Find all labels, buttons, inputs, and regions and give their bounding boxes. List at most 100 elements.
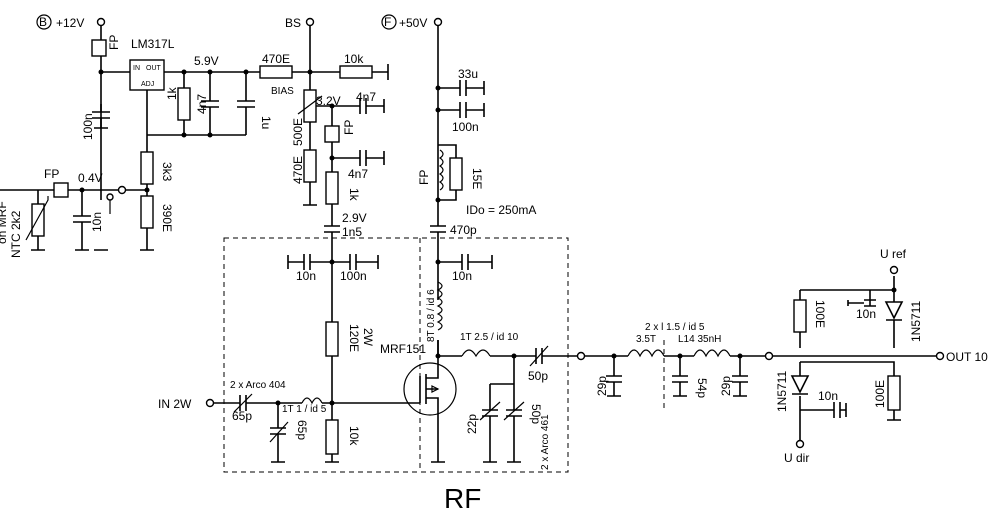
ntc-mount-note: on MRF [0, 201, 9, 244]
cap-c-in-label: 100n [81, 113, 95, 140]
resistor-15e-label: 15E [470, 168, 484, 189]
resistor-gate-10k-label: 10k [347, 426, 361, 446]
ferrite-drain-label: FP [417, 170, 431, 185]
cap-gate-dec1-label: 10n [296, 269, 316, 283]
cap-filter-1-label: 29p [595, 376, 609, 396]
output-trimmer-note: 2 x Arco 461 [540, 414, 551, 470]
ferrite-ntc-label: FP [44, 167, 59, 181]
ferrite-12v-label: FP [107, 35, 121, 50]
u-ref-label: U ref [880, 247, 907, 261]
reg-pin-out: OUT [146, 65, 162, 72]
resistor-120e [325, 321, 339, 357]
reg-pin-in: IN [133, 65, 140, 72]
resistor-100e-dir-label: 100E [873, 380, 887, 408]
cap-input-series-label: 65p [232, 409, 252, 423]
pot-label: 500E [291, 118, 305, 146]
reg-out-voltage: 5.9V [194, 54, 219, 68]
ntc-voltage: 0.4V [78, 171, 103, 185]
resistor-470e-top [259, 65, 293, 79]
ntc-thermistor [31, 203, 45, 237]
resistor-470e-low [303, 149, 317, 183]
resistor-10k-bs [339, 65, 373, 79]
cap-output-shunt2-label: 50p [529, 404, 543, 424]
cap-input-shunt-label: 65p [295, 420, 309, 440]
rf-board-outline [223, 237, 569, 473]
cap-filter-3-label: 29p [719, 376, 733, 396]
filter-coil-2-label: L14 35nH [678, 334, 721, 345]
resistor-10k-bs-label: 10k [344, 52, 364, 66]
terminal-output [935, 351, 945, 361]
resistor-adj-1k [177, 87, 191, 121]
resistor-100e-ref-label: 100E [813, 300, 827, 328]
cap-filter-2-label: 54p [695, 378, 709, 398]
supply-bs-label: BS [285, 16, 301, 30]
section-label: RF [444, 483, 481, 514]
output-label: OUT 100W [946, 350, 988, 364]
lm317l-regulator: IN OUT ADJ LM317L [129, 37, 175, 91]
drain-idle-current: IDo = 250mA [466, 203, 536, 217]
device-name: MRF151 [380, 342, 426, 356]
supply-50v: F +50V [381, 14, 443, 30]
filter-coil-1-label: 3.5T [636, 334, 656, 345]
resistor-adj-label: 1k [165, 86, 179, 100]
resistor-120e-label: 120E [347, 324, 361, 352]
mrf151-transistor: MRF151 [380, 340, 457, 462]
supply-12v: B +12V [36, 14, 106, 30]
supply-50v-tag: F [384, 15, 391, 29]
cap-drain-dec-label: 10n [452, 269, 472, 283]
resistor-120e-watt: 2W [361, 328, 375, 347]
supply-12v-tag: B [39, 15, 47, 29]
terminal-ntc [117, 185, 127, 195]
bias-label: BIAS [271, 86, 294, 97]
filter-coil-note: 2 x l 1.5 / id 5 [645, 322, 705, 333]
cap-drain-block-label: 470p [450, 223, 477, 237]
ferrite-bead-bias [324, 125, 340, 143]
cap-bias-2-label: 4n7 [348, 167, 368, 181]
resistor-470e-low-label: 470E [291, 156, 305, 184]
ntc-name: NTC 2k2 [9, 210, 23, 258]
supply-bs: BS [285, 16, 315, 30]
resistor-1k-series [325, 171, 339, 205]
cap-gate-block-label: 1n5 [342, 225, 362, 239]
reg-name: LM317L [131, 37, 175, 51]
resistor-390e [140, 195, 154, 229]
cap-bias-1-label: 4n7 [356, 90, 376, 104]
supply-50v-label: +50V [399, 16, 427, 30]
cap-ntc-label: 10n [90, 212, 104, 232]
input-label: IN 2W [158, 397, 192, 411]
supply-12v-label: +12V [56, 16, 84, 30]
cap-output-series-label: 50p [528, 369, 548, 383]
ferrite-bead-12v [91, 39, 107, 57]
u-dir-label: U dir [784, 451, 809, 465]
reg-pin-adj: ADJ [141, 81, 154, 88]
cap-drain-33u-label: 33u [458, 67, 478, 81]
cap-dir-label: 10n [818, 389, 838, 403]
input-trimmer-note: 2 x Arco 404 [230, 380, 286, 391]
resistor-100e-ref [793, 299, 807, 333]
cap-gate-dec2-label: 100n [340, 269, 367, 283]
ferrite-bias-label: FP [342, 120, 356, 135]
potentiometer-500e [303, 89, 317, 123]
resistor-15e [449, 157, 463, 191]
resistor-3k3-label: 3k3 [160, 162, 174, 182]
bias-wiper-voltage: 3.2V [316, 94, 341, 108]
cap-adj-label: 4n7 [195, 94, 209, 114]
cap-ref-label: 10n [856, 307, 876, 321]
output-coil-label: 1T 2.5 / id 10 [460, 332, 519, 343]
ferrite-bead-ntc [53, 182, 69, 198]
diode-ref-label: 1N5711 [909, 301, 923, 342]
terminal-12v [96, 17, 106, 27]
input-coil-label: 1T 1 / id 5 [282, 404, 327, 415]
diode-dir-label: 1N5711 [775, 371, 789, 412]
terminal-input [205, 398, 215, 408]
resistor-390e-label: 390E [160, 204, 174, 232]
resistor-gate-10k [325, 419, 339, 455]
cap-drain-100n-label: 100n [452, 120, 479, 134]
resistor-470e-top-label: 470E [262, 52, 290, 66]
resistor-3k3 [140, 151, 154, 185]
gate-voltage: 2.9V [342, 211, 367, 225]
resistor-100e-dir [887, 375, 901, 411]
resistor-1k-series-label: 1k [347, 188, 361, 202]
cap-output-shunt1-label: 22p [465, 414, 479, 434]
